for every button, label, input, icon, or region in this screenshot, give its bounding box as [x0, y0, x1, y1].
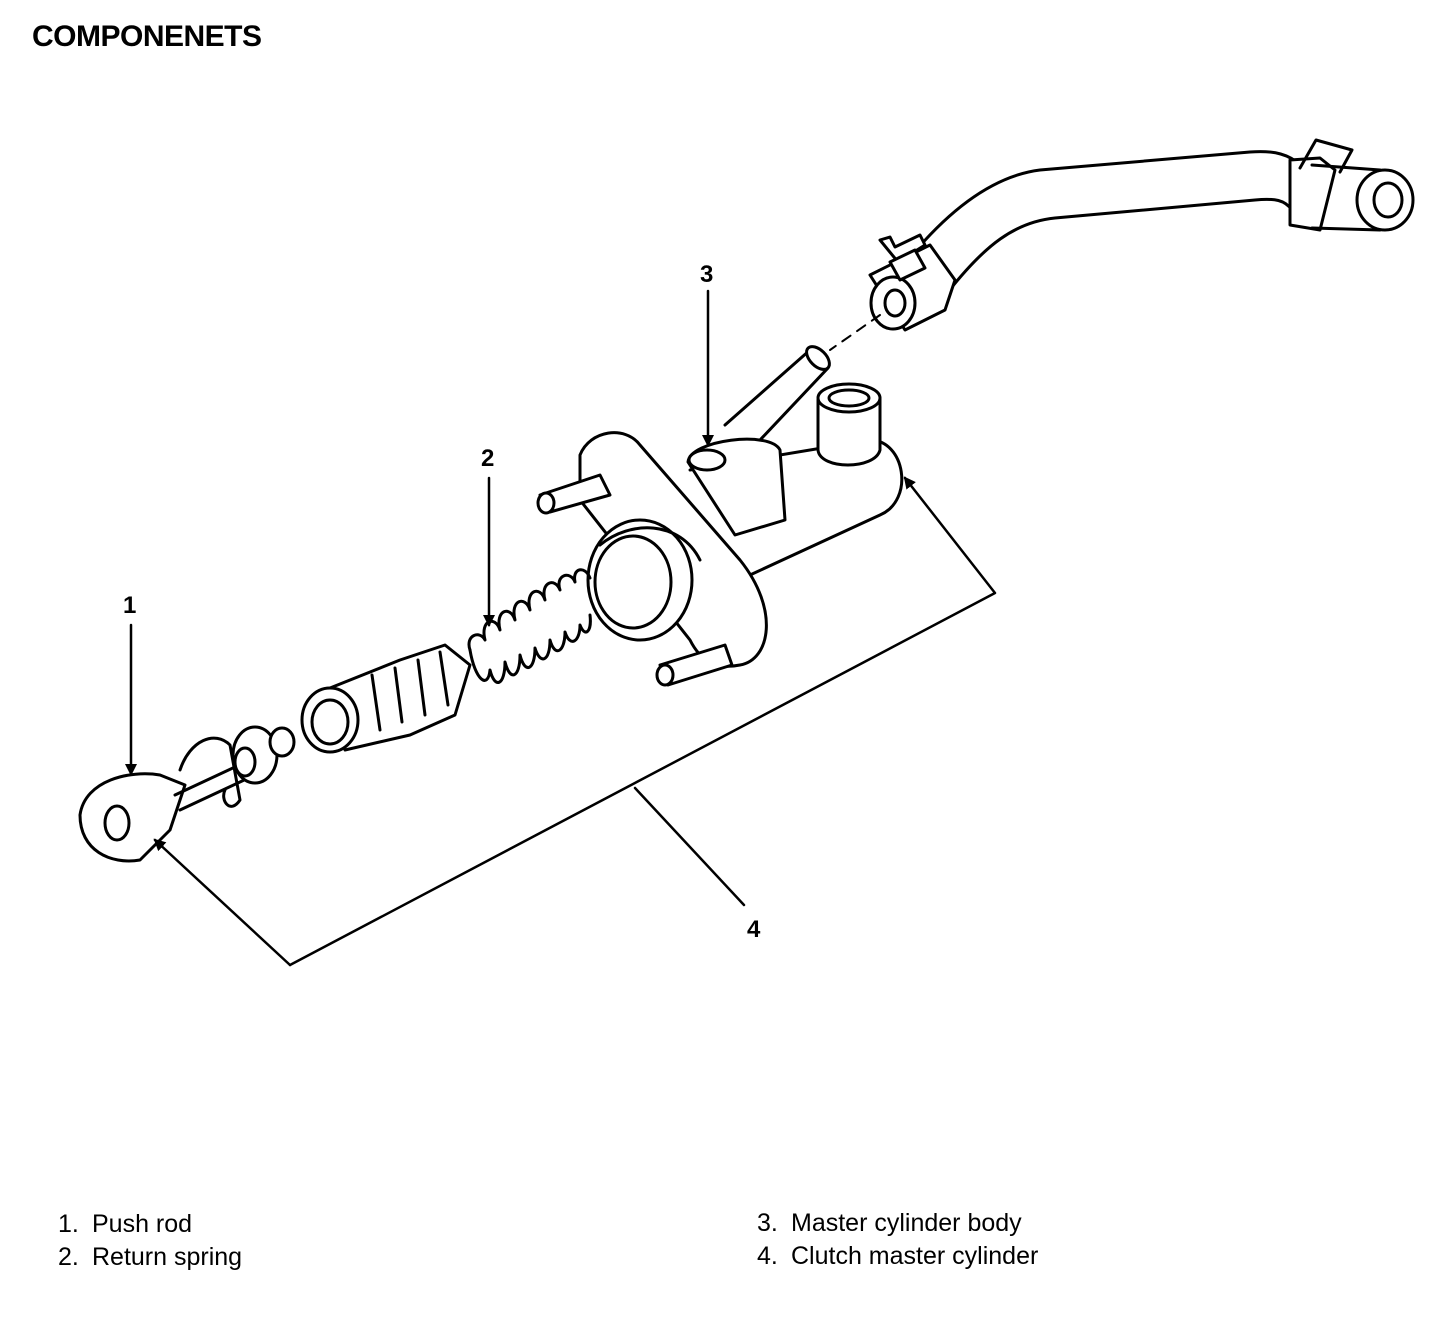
legend-item-label: Master cylinder body: [791, 1209, 1022, 1237]
legend-item: 2. Return spring: [58, 1241, 242, 1274]
push-rod: [78, 725, 296, 863]
legend-item: 4. Clutch master cylinder: [757, 1240, 1038, 1273]
callout-4: 4: [747, 916, 761, 943]
legend-item-number: 1.: [58, 1210, 79, 1238]
callout-2: 2: [481, 445, 494, 472]
legend-item: 3. Master cylinder body: [757, 1207, 1038, 1240]
reservoir-hose: [829, 138, 1415, 351]
legend-item: 1. Push rod: [58, 1208, 242, 1241]
legend-item-number: 2.: [58, 1243, 79, 1271]
legend-right-column: 3. Master cylinder body 4. Clutch master c…: [757, 1207, 1038, 1273]
master-cylinder-body: [536, 345, 904, 687]
callout-3: 3: [700, 261, 713, 288]
legend-item-number: 3.: [757, 1209, 778, 1237]
legend-item-label: Return spring: [92, 1243, 243, 1271]
piston: [300, 643, 472, 754]
return-spring: [467, 568, 592, 684]
legend-item-number: 4.: [757, 1242, 778, 1270]
page-title: COMPONENETS: [32, 20, 262, 53]
legend-left-column: 1. Push rod 2. Return spring: [58, 1208, 242, 1274]
legend-item-label: Push rod: [92, 1210, 193, 1238]
legend-item-label: Clutch master cylinder: [791, 1242, 1039, 1270]
callout-1: 1: [123, 592, 136, 619]
callout-leaders: [125, 289, 997, 967]
